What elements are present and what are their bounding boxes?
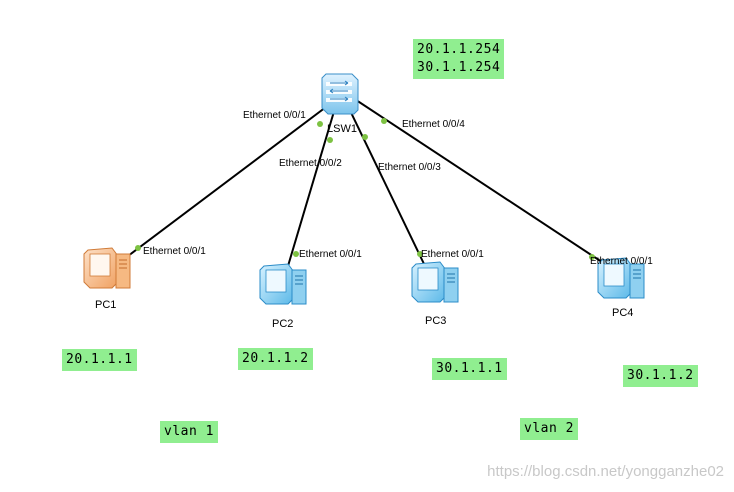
switch-icon[interactable] — [321, 73, 359, 115]
port-dot-lsw1-e3 — [362, 134, 368, 140]
port-dot-lsw1-e4 — [381, 118, 387, 124]
pc3-port-label: Ethernet 0/0/1 — [421, 249, 484, 260]
link-pc2[interactable] — [287, 97, 339, 267]
port-dot-lsw1-e2 — [327, 137, 333, 143]
switch-port-label-3: Ethernet 0/0/3 — [378, 162, 441, 173]
port-dot-lsw1-e1 — [317, 121, 323, 127]
switch-port-label-1: Ethernet 0/0/1 — [243, 110, 306, 121]
gateway-ip-1: 20.1.1.254 — [417, 42, 501, 57]
gateway-ip-box: 20.1.1.254 30.1.1.254 — [413, 39, 505, 79]
pc1-label: PC1 — [95, 299, 116, 311]
pc4-port-label: Ethernet 0/0/1 — [590, 256, 653, 267]
pc4-ip: 30.1.1.2 — [623, 365, 698, 387]
port-dot-pc3 — [417, 251, 423, 257]
pc1-port-label: Ethernet 0/0/1 — [143, 246, 206, 257]
pc2-label: PC2 — [272, 318, 293, 330]
vlan2-label: vlan 2 — [520, 418, 578, 440]
vlan1-label: vlan 1 — [160, 421, 218, 443]
switch-port-label-2: Ethernet 0/0/2 — [279, 158, 342, 169]
switch-port-label-4: Ethernet 0/0/4 — [402, 119, 465, 130]
pc3-ip: 30.1.1.1 — [432, 358, 507, 380]
pc4-label: PC4 — [612, 307, 633, 319]
gateway-ip-2: 30.1.1.254 — [417, 60, 501, 75]
link-pc1[interactable] — [127, 97, 339, 257]
switch-label: LSW1 — [327, 123, 357, 135]
pc1-ip: 20.1.1.1 — [62, 349, 137, 371]
link-pc3[interactable] — [343, 97, 426, 267]
pc2-ip: 20.1.1.2 — [238, 348, 313, 370]
port-dot-pc2 — [293, 251, 299, 257]
pc3-label: PC3 — [425, 315, 446, 327]
port-dot-pc4 — [589, 254, 595, 260]
pc2-icon[interactable] — [259, 263, 307, 305]
pc3-icon[interactable] — [411, 261, 459, 303]
pc2-port-label: Ethernet 0/0/1 — [299, 249, 362, 260]
pc4-icon[interactable] — [597, 257, 645, 299]
link-pc4[interactable] — [349, 95, 609, 267]
watermark: https://blog.csdn.net/yongganzhe02 — [487, 463, 724, 480]
pc1-icon[interactable] — [83, 247, 131, 289]
port-dot-pc1 — [135, 245, 141, 251]
